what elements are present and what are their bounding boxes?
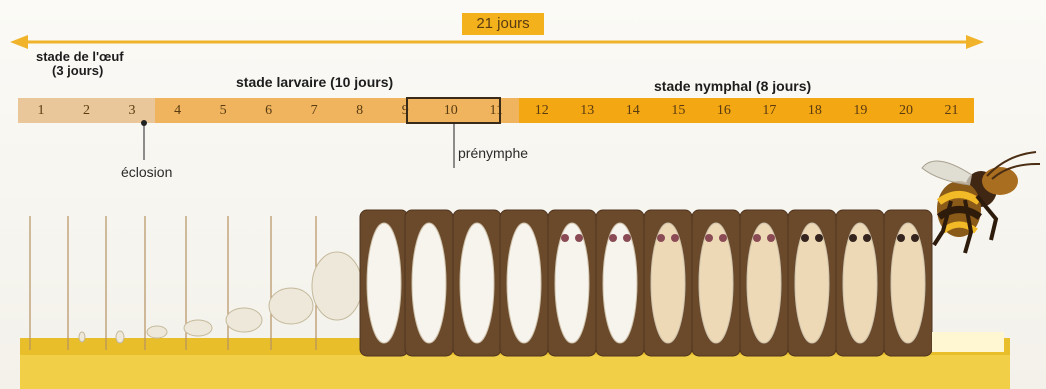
pupa-eye-left-5 bbox=[561, 234, 569, 242]
larva-5 bbox=[226, 308, 262, 332]
pupa-7 bbox=[651, 223, 685, 343]
pupa-3 bbox=[460, 223, 494, 343]
pupa-eye-right-11 bbox=[863, 234, 871, 242]
pupa-eye-left-9 bbox=[753, 234, 761, 242]
pupa-eye-right-6 bbox=[623, 234, 631, 242]
larva-6 bbox=[269, 288, 313, 324]
pupa-eye-left-11 bbox=[849, 234, 857, 242]
pupa-eye-left-6 bbox=[609, 234, 617, 242]
pupa-eye-right-10 bbox=[815, 234, 823, 242]
larva-3 bbox=[147, 326, 167, 338]
pupa-6 bbox=[603, 223, 637, 343]
pupa-eye-right-5 bbox=[575, 234, 583, 242]
pupa-8 bbox=[699, 223, 733, 343]
larva-2 bbox=[116, 331, 124, 343]
pupa-eye-left-8 bbox=[705, 234, 713, 242]
larva-4 bbox=[184, 320, 212, 336]
pupa-4 bbox=[507, 223, 541, 343]
pupa-11 bbox=[843, 223, 877, 343]
honey-layer bbox=[20, 355, 1010, 389]
pupa-eye-right-7 bbox=[671, 234, 679, 242]
larva-7 bbox=[312, 252, 362, 320]
pupa-2 bbox=[412, 223, 446, 343]
pupa-5 bbox=[555, 223, 589, 343]
pupa-eye-left-10 bbox=[801, 234, 809, 242]
pupa-eye-left-7 bbox=[657, 234, 665, 242]
pupa-eye-right-9 bbox=[767, 234, 775, 242]
pupa-1 bbox=[367, 223, 401, 343]
larva-1 bbox=[79, 332, 85, 342]
adult-bee-image bbox=[904, 140, 1044, 270]
empty-cell-opening bbox=[932, 332, 1004, 352]
pupa-10 bbox=[795, 223, 829, 343]
pupa-eye-right-8 bbox=[719, 234, 727, 242]
pupa-9 bbox=[747, 223, 781, 343]
